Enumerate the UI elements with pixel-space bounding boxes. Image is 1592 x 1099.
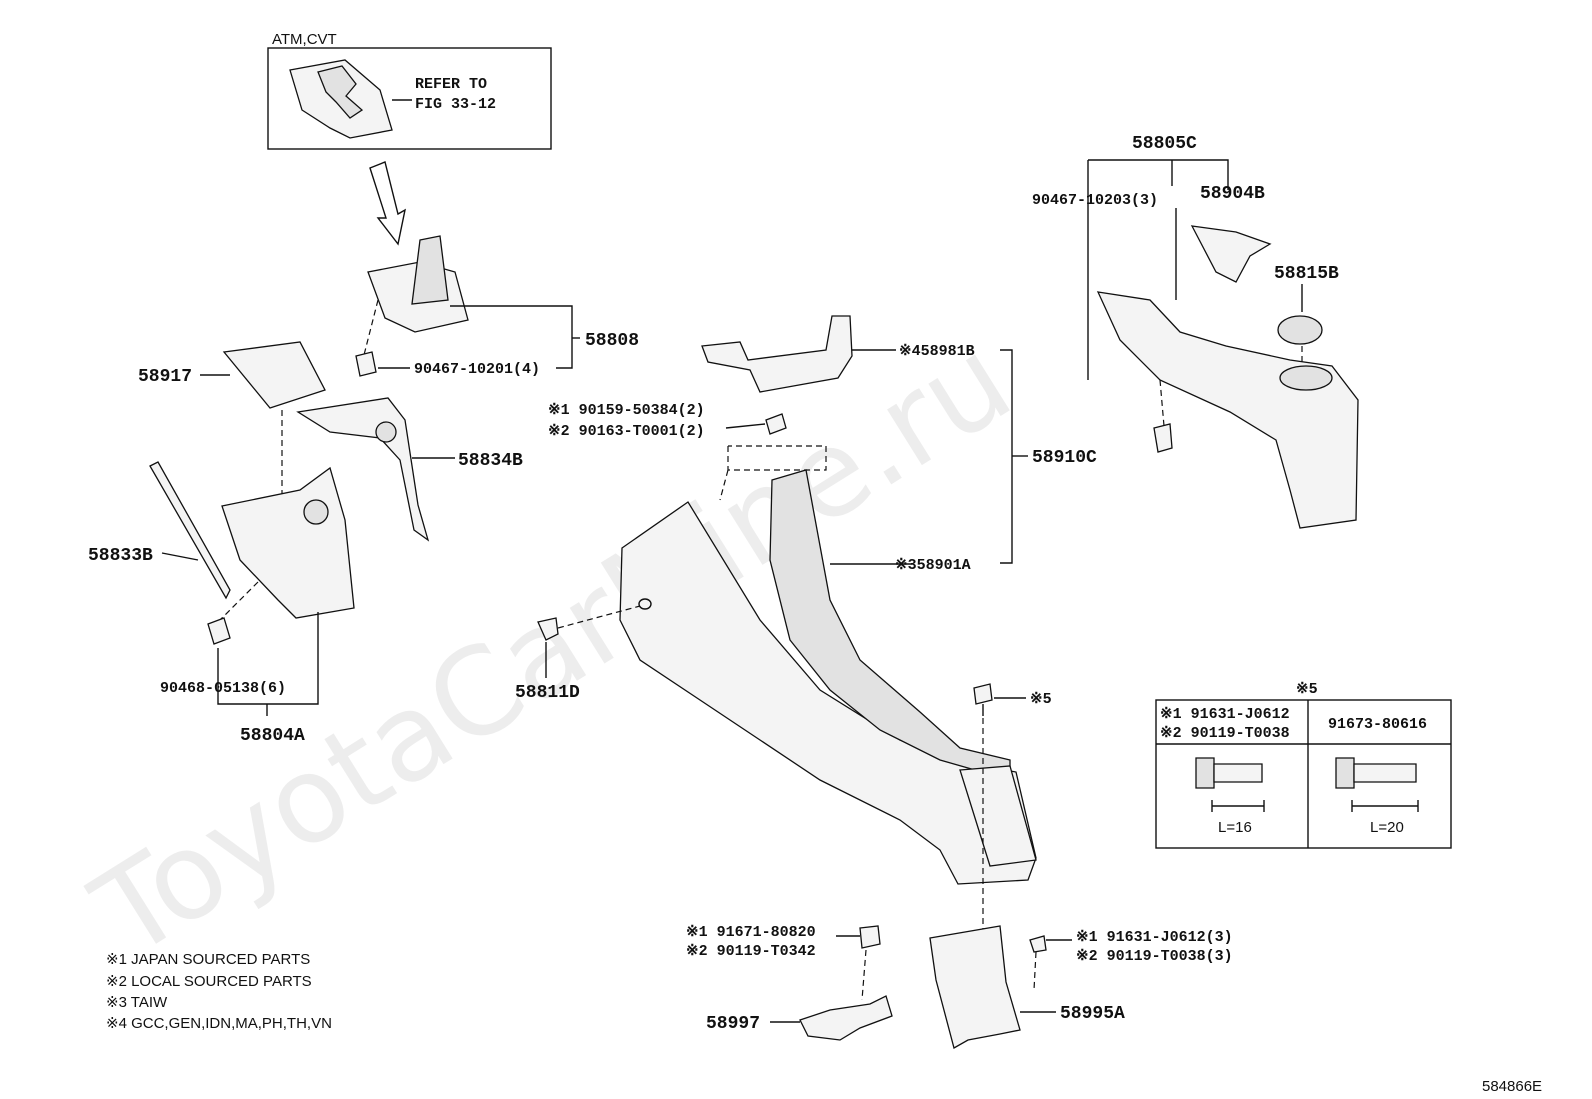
label-58910C: 58910C bbox=[1032, 448, 1097, 468]
shift-gate-part bbox=[317, 65, 364, 119]
label-58805C: 58805C bbox=[1132, 134, 1197, 154]
panel-58917-part bbox=[222, 341, 326, 409]
clip-90467-10203-part bbox=[1153, 423, 1173, 453]
bracket-58995A-group: ※1 91631-J0612(3) ※2 90119-T0038(3) 5899… bbox=[929, 925, 1233, 1049]
screw-90159-group: ※1 90159-50384(2) ※2 90163-T0001(2) bbox=[548, 402, 827, 501]
label-58833B: 58833B bbox=[88, 546, 153, 566]
screw-90159-part bbox=[765, 413, 787, 435]
refer-line-2: FIG 33-12 bbox=[415, 96, 496, 113]
bracket-58981B-part bbox=[701, 315, 853, 393]
table-col1-line2: ※2 90119-T0038 bbox=[1160, 725, 1290, 742]
label-90119-T0038-3: ※2 90119-T0038(3) bbox=[1076, 948, 1233, 965]
label-58901A: ※358901A bbox=[895, 557, 971, 574]
liner-58904B-part bbox=[1190, 225, 1272, 283]
label-x5: ※5 bbox=[1030, 691, 1052, 708]
strip-58833B-group: 58833B bbox=[88, 461, 231, 600]
bolt-91673-part bbox=[1335, 757, 1355, 789]
legend-item-4: ※4 GCC,GEN,IDN,MA,PH,TH,VN bbox=[106, 1015, 332, 1032]
bracket-58997-part bbox=[799, 995, 893, 1041]
label-91671: ※1 91671-80820 bbox=[686, 924, 816, 941]
label-90163: ※2 90163-T0001(2) bbox=[548, 423, 705, 440]
label-58997: 58997 bbox=[706, 1014, 760, 1034]
bezel-58804A-group: 90468-05138(6) 58804A bbox=[160, 466, 355, 746]
label-58917: 58917 bbox=[138, 367, 192, 387]
armrest-58805C-group: 58805C 90467-10203(3) 58904B 58815B bbox=[1032, 134, 1359, 529]
bracket-58995A-part bbox=[929, 925, 1021, 1049]
console-58901A-part bbox=[619, 501, 1037, 885]
label-58804A: 58804A bbox=[240, 726, 305, 746]
strip-58833B-part bbox=[149, 461, 231, 600]
label-90467-10201: 90467-10201(4) bbox=[414, 361, 540, 378]
legend-item-3: ※3 TAIW bbox=[106, 994, 168, 1011]
console-58901A-group: ※358901A bbox=[619, 469, 1037, 885]
bolt-spec-table: ※5 ※1 91631-J0612 ※2 90119-T0038 91673-8… bbox=[1155, 681, 1452, 849]
label-58834B: 58834B bbox=[458, 451, 523, 471]
clip-90468-05138-part bbox=[207, 617, 231, 645]
armrest-58805C-part bbox=[1096, 291, 1359, 529]
table-len1: L=16 bbox=[1218, 819, 1252, 836]
label-90119-T0342: ※2 90119-T0342 bbox=[686, 943, 816, 960]
inset-caption: ATM,CVT bbox=[272, 31, 337, 48]
table-len2: L=20 bbox=[1370, 819, 1404, 836]
label-58904B: 58904B bbox=[1200, 184, 1265, 204]
legend-item-2: ※2 LOCAL SOURCED PARTS bbox=[106, 973, 312, 990]
bracket-58997-group: ※1 91671-80820 ※2 90119-T0342 58997 bbox=[686, 924, 893, 1041]
plug-58811D-group: 58811D bbox=[515, 598, 652, 703]
label-91631-J0612-3: ※1 91631-J0612(3) bbox=[1076, 929, 1233, 946]
label-90467-10203: 90467-10203(3) bbox=[1032, 192, 1158, 209]
table-col1-line1: ※1 91631-J0612 bbox=[1160, 706, 1290, 723]
label-58995A: 58995A bbox=[1060, 1004, 1125, 1024]
bezel-58804A-part bbox=[221, 466, 355, 619]
table-title: ※5 bbox=[1296, 681, 1318, 698]
refer-line-1: REFER TO bbox=[415, 76, 487, 93]
label-58811D: 58811D bbox=[515, 683, 580, 703]
figure-id: 584866E bbox=[1482, 1078, 1542, 1095]
trim-58834B-group: 58834B bbox=[296, 397, 523, 542]
shift-boot-stem bbox=[411, 235, 449, 305]
bolt-x5-part bbox=[973, 683, 993, 705]
legend-item-1: ※1 JAPAN SOURCED PARTS bbox=[106, 951, 310, 968]
label-58815B: 58815B bbox=[1274, 264, 1339, 284]
panel-58917-group: 58917 bbox=[138, 341, 326, 560]
down-arrow-icon bbox=[369, 161, 406, 246]
clip-90467-10201-part bbox=[355, 351, 377, 377]
bolt-x5-group: ※5 bbox=[973, 683, 1052, 946]
shift-boot-group: 58808 90467-10201(4) bbox=[355, 235, 639, 378]
table-col2: 91673-80616 bbox=[1328, 716, 1427, 733]
legend: ※1 JAPAN SOURCED PARTS ※2 LOCAL SOURCED … bbox=[106, 951, 332, 1032]
bracket-58981B-group: ※458981B 58910C bbox=[701, 315, 1097, 564]
label-90159: ※1 90159-50384(2) bbox=[548, 402, 705, 419]
console-rear-pocket bbox=[959, 765, 1037, 867]
label-90468-05138: 90468-05138(6) bbox=[160, 680, 286, 697]
mat-58815B-part bbox=[1277, 315, 1323, 345]
label-58808: 58808 bbox=[585, 331, 639, 351]
bolt-91631-J0612-part bbox=[1029, 935, 1047, 953]
inset-atm-cvt: ATM,CVT REFER TO FIG 33-12 bbox=[267, 31, 552, 150]
bolt-91631-part bbox=[1195, 757, 1215, 789]
plug-58811D-part bbox=[537, 617, 559, 641]
label-58981B: ※458981B bbox=[899, 343, 975, 360]
bolt-91671-part bbox=[859, 925, 881, 949]
